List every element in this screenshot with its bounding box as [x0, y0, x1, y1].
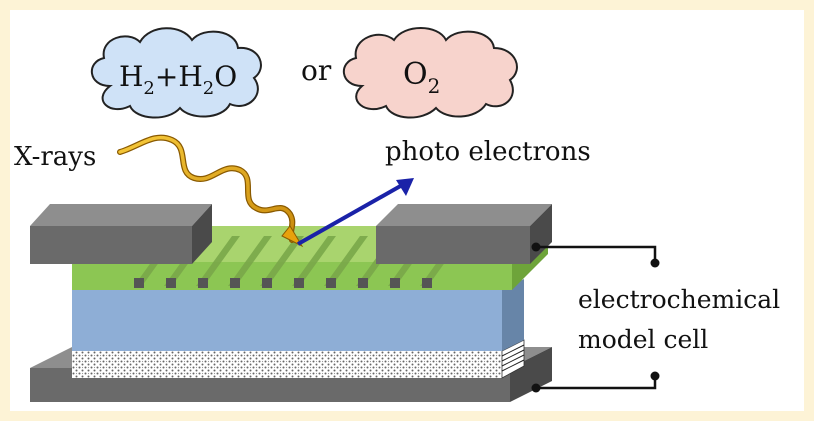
cloud-o2	[342, 27, 518, 119]
electrolyte-block	[72, 279, 524, 351]
or-text: or	[301, 54, 332, 87]
cell-label-line1: electrochemical	[578, 285, 780, 314]
wire-bottom-terminal	[531, 383, 541, 393]
porous-layer	[72, 339, 525, 379]
electrode-grid-ends	[134, 278, 432, 288]
cell-label-line2: model cell	[578, 325, 708, 354]
xray-arrow	[117, 134, 304, 248]
wire-top	[536, 245, 657, 263]
photoelectron-arrow	[297, 178, 414, 246]
wire-bottom	[536, 376, 657, 390]
cloud-h2-h2o	[90, 27, 262, 119]
photo-electrons-label: photo electrons	[385, 137, 591, 167]
top-electrode-left	[30, 204, 212, 264]
wire-top-end	[650, 258, 660, 268]
wire-top-terminal	[531, 242, 541, 252]
cloud-h2-h2o-label: H2+H2O	[119, 60, 237, 99]
wire-bottom-end	[650, 371, 660, 381]
top-electrode-right	[376, 204, 552, 264]
xrays-label: X-rays	[14, 142, 96, 172]
cloud-o2-label: O2	[403, 57, 440, 98]
